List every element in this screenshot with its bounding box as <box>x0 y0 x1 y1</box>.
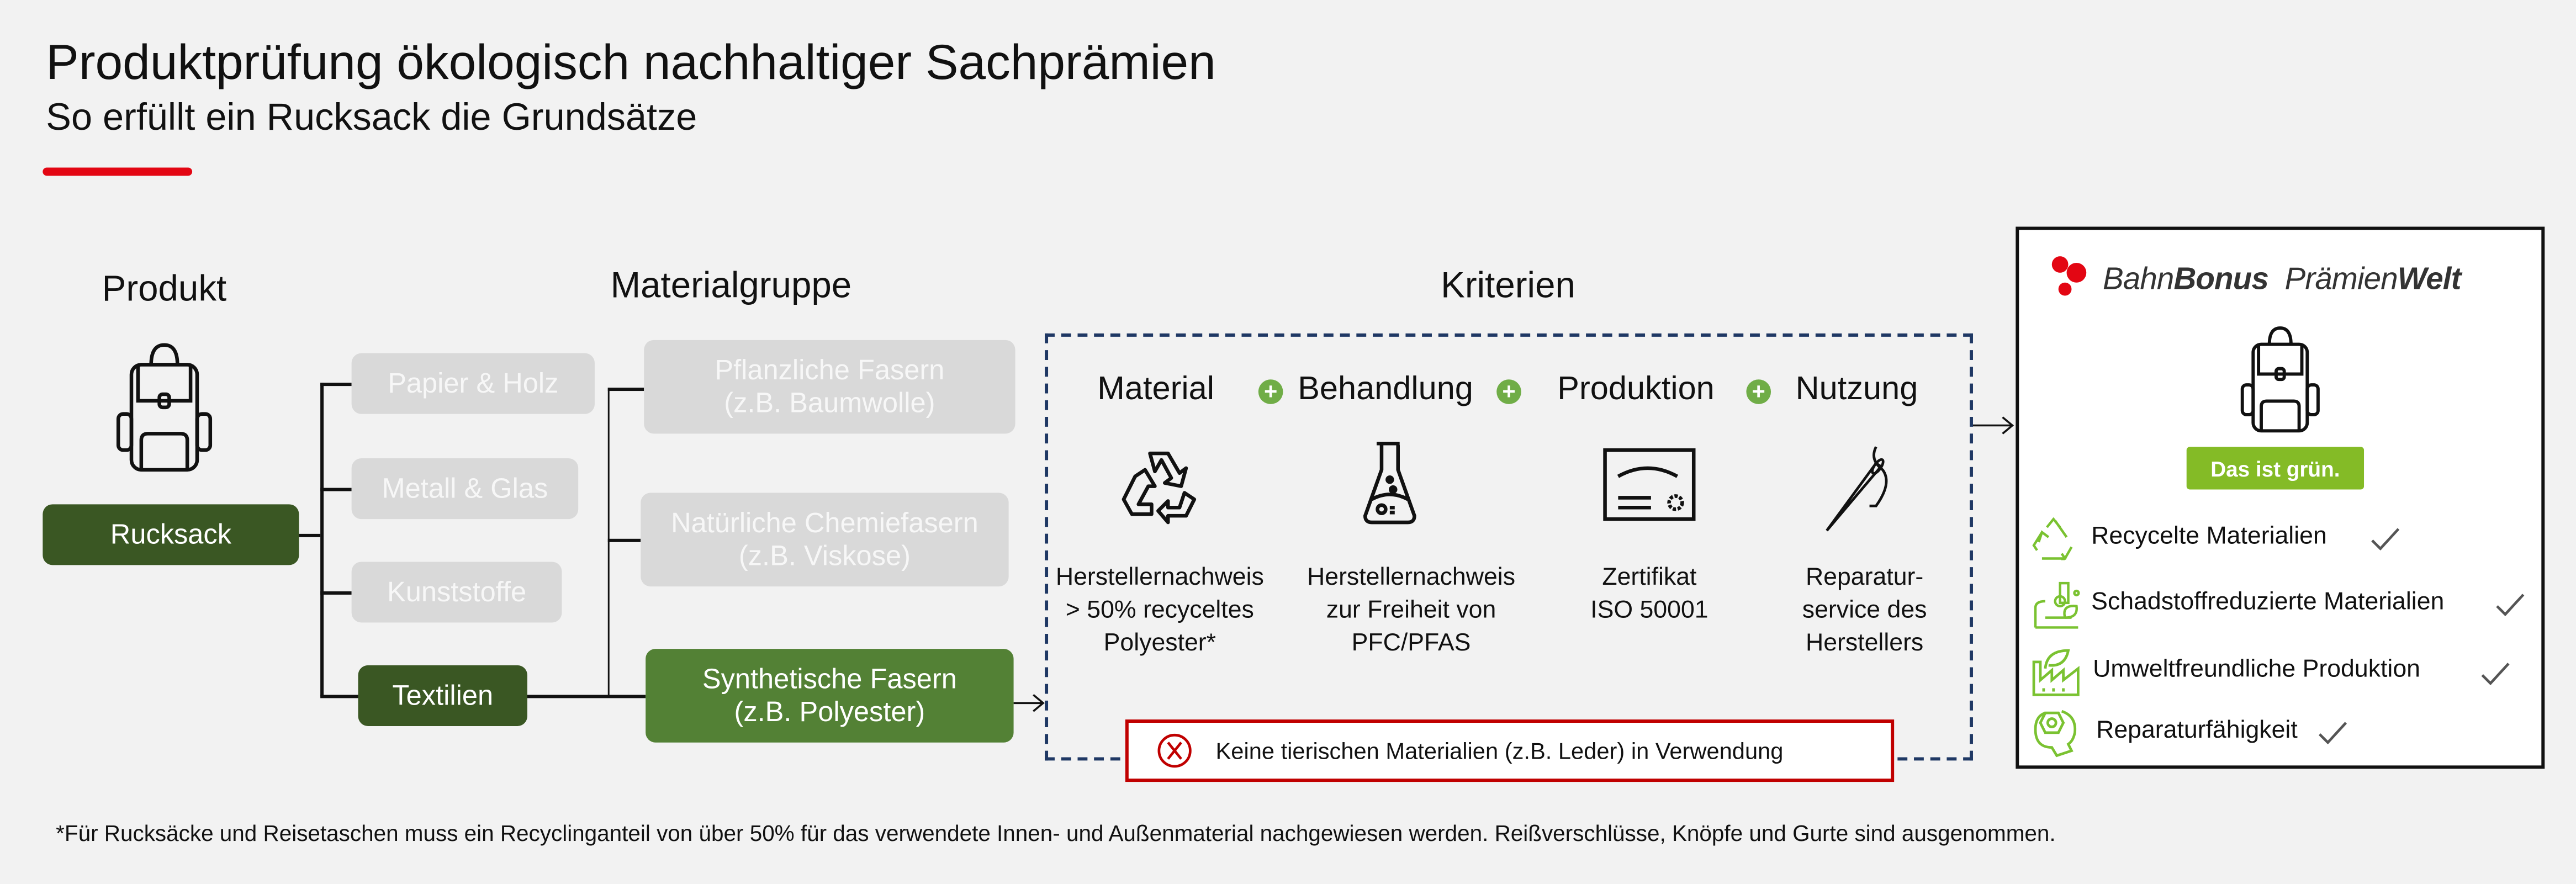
subgroup-pflanzliche-fasern: Pflanzliche Fasern(z.B. Baumwolle) <box>644 340 1015 434</box>
backpack-icon <box>2240 326 2320 433</box>
check-icon <box>2496 594 2525 616</box>
heading-produkt: Produkt <box>102 267 227 309</box>
certificate-icon <box>1603 448 1696 521</box>
recycle-icon <box>1122 451 1197 525</box>
subgroup-line: Pflanzliche Fasern <box>715 354 945 385</box>
footnote: *Für Rucksäcke und Reisetaschen muss ein… <box>56 821 2056 846</box>
logo-dots-icon <box>2051 256 2087 296</box>
connector <box>607 388 610 697</box>
repair-head-icon <box>2034 710 2077 758</box>
exclusion-text: Keine tierischen Materialien (z.B. Leder… <box>1215 737 1784 764</box>
material-group-metall-glas: Metall & Glas <box>351 458 579 520</box>
subgroup-synthetische-fasern: Synthetische Fasern(z.B. Polyester) <box>646 649 1014 743</box>
subgroup-line: Synthetische Fasern <box>702 663 957 694</box>
recycle-green-icon <box>2032 517 2073 560</box>
check-icon <box>2481 663 2510 685</box>
flask-icon <box>1363 441 1416 525</box>
connector <box>320 695 358 697</box>
desc-line: Zertifikat <box>1602 563 1697 591</box>
material-group-papier-holz: Papier & Holz <box>351 353 595 414</box>
criterion-produktion: Produktion <box>1557 371 1715 407</box>
heading-kriterien: Kriterien <box>1441 264 1575 306</box>
logo-text: Bonus <box>2173 263 2268 298</box>
product-box-rucksack: Rucksack <box>43 504 299 565</box>
material-group-kunststoffe: Kunststoffe <box>351 562 562 623</box>
desc-line: PFC/PFAS <box>1351 629 1471 657</box>
logo-text: Bahn <box>2103 263 2174 298</box>
subgroup-line: (z.B. Polyester) <box>734 695 925 727</box>
connector <box>607 388 644 390</box>
microscope-leaf-icon <box>2034 581 2080 629</box>
accent-bar <box>43 167 193 176</box>
connector <box>607 538 641 542</box>
heading-materialgruppe: Materialgruppe <box>610 264 852 306</box>
desc-line: service des <box>1802 596 1927 624</box>
desc-line: Reparatur- <box>1805 563 1924 591</box>
panel-item-umweltfreundliche-produktion: Umweltfreundliche Produktion <box>2093 655 2420 684</box>
bahnbonus-panel: BahnBonus PrämienWelt Das ist grün. Recy… <box>2016 226 2545 769</box>
x-circle-icon <box>1157 733 1192 768</box>
check-icon <box>2319 722 2347 744</box>
logo-text: Welt <box>2397 263 2462 298</box>
green-badge: Das ist grün. <box>2186 447 2365 490</box>
criterion-behandlung: Behandlung <box>1298 371 1473 407</box>
criterion-material: Material <box>1097 371 1214 407</box>
arrow-right-icon <box>1013 694 1045 712</box>
bahnbonus-logo: BahnBonus PrämienWelt <box>2049 253 2541 302</box>
panel-item-reparaturfaehigkeit: Reparaturfähigkeit <box>2096 716 2298 744</box>
criterion-nutzung: Nutzung <box>1795 371 1918 407</box>
desc-line: Polyester* <box>1103 629 1216 657</box>
exclusion-box: Keine tierischen Materialien (z.B. Leder… <box>1125 719 1895 782</box>
subgroup-natuerliche-chemiefasern: Natürliche Chemiefasern(z.B. Viskose) <box>641 493 1009 587</box>
material-group-textilien: Textilien <box>358 665 527 726</box>
panel-item-schadstoffreduzierte-materialien: Schadstoffreduzierte Materialien <box>2091 588 2445 616</box>
page-subtitle: So erfüllt ein Rucksack die Grundsätze <box>46 95 697 138</box>
connector <box>320 591 352 594</box>
arrow-right-icon <box>1972 416 2014 435</box>
panel-item-recycelte-materialien: Recycelte Materialien <box>2091 522 2327 550</box>
subgroup-line: Natürliche Chemiefasern <box>671 506 978 538</box>
desc-line: > 50% recyceltes <box>1065 596 1254 624</box>
connector <box>527 695 646 697</box>
needle-icon <box>1826 446 1888 532</box>
plus-icon: + <box>1258 379 1283 404</box>
connector <box>320 383 352 385</box>
connector <box>320 383 323 697</box>
desc-line: Herstellernachweis <box>1307 563 1516 591</box>
desc-line: Herstellers <box>1805 629 1924 657</box>
plus-icon: + <box>1496 379 1521 404</box>
connector <box>299 533 321 537</box>
backpack-icon <box>116 343 213 472</box>
desc-line: zur Freiheit von <box>1326 596 1496 624</box>
check-icon <box>2371 528 2400 550</box>
logo-text: Prämien <box>2284 263 2398 298</box>
subgroup-line: (z.B. Viskose) <box>738 539 911 571</box>
page-title: Produktprüfung ökologisch nachhaltiger S… <box>46 36 1216 91</box>
eco-factory-icon <box>2032 649 2080 696</box>
desc-line: Herstellernachweis <box>1055 563 1264 591</box>
subgroup-line: (z.B. Baumwolle) <box>724 387 935 419</box>
plus-icon: + <box>1746 379 1771 404</box>
connector <box>320 488 352 491</box>
desc-line: ISO 50001 <box>1590 596 1708 624</box>
